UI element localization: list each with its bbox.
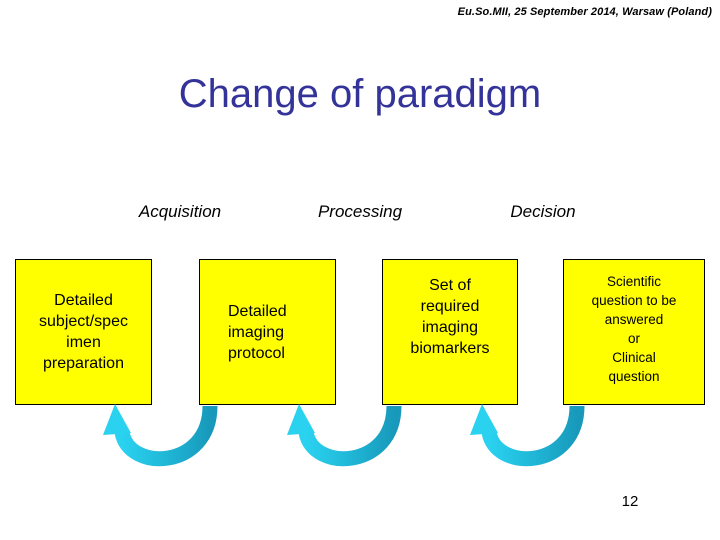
column-label-acquisition: Acquisition: [138, 202, 222, 221]
page-title: Change of paradigm: [178, 72, 542, 116]
slide-header-text: Eu.So.MII, 25 September 2014, Warsaw (Po…: [457, 6, 712, 18]
column-label-processing: Processing: [317, 202, 403, 221]
arrow-imaging-protocol-to-subject-preparation: [103, 404, 218, 467]
arrow-biomarkers-to-imaging-protocol: [287, 404, 402, 467]
arrow-question-to-biomarkers: [470, 404, 585, 467]
page-number: 12: [621, 493, 639, 510]
column-label-decision: Decision: [510, 202, 576, 221]
